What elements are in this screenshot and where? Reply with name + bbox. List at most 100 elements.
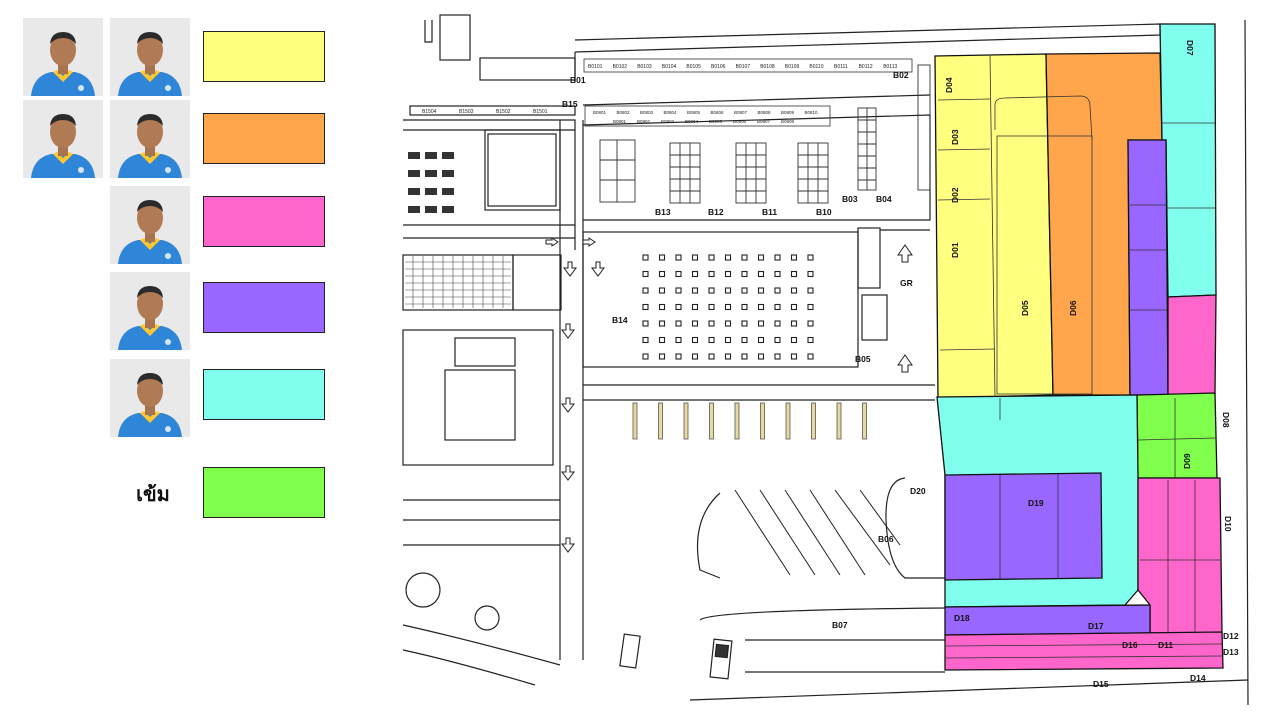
b14-booth	[757, 303, 765, 311]
b14-booth	[790, 270, 798, 278]
label-d07: D07	[1185, 40, 1195, 56]
stall-label: B0111	[834, 64, 848, 70]
stall-label: B0806	[711, 110, 725, 115]
b14-booth	[708, 303, 715, 311]
label-b15: B15	[562, 99, 578, 109]
stall-label: B0104	[662, 64, 677, 70]
staff-photo	[110, 18, 190, 96]
b14-booth	[741, 320, 748, 327]
parking-bollard	[683, 402, 689, 440]
label-gr: GR	[900, 278, 913, 288]
stall-label: B0903	[661, 119, 675, 124]
yellow-zone-swatch	[203, 31, 325, 82]
b14-booth	[675, 254, 682, 261]
stall-label: B0106	[711, 64, 726, 70]
b14-booth	[708, 320, 715, 327]
b14-booth	[807, 353, 814, 360]
label-b12: B12	[708, 207, 724, 217]
b14-booth	[642, 336, 649, 344]
stall-label: B0804	[664, 110, 678, 115]
b14-booth	[774, 320, 781, 327]
b14-booth	[724, 287, 732, 294]
stall-label: B0107	[736, 64, 751, 70]
b14-booth	[757, 353, 765, 360]
label-d14: D14	[1190, 673, 1206, 683]
zone-purple-strip	[944, 604, 1151, 636]
b14-booth	[741, 336, 748, 344]
b14-booth	[790, 320, 798, 327]
label-d03: D03	[950, 129, 960, 145]
label-d15: D15	[1093, 679, 1109, 689]
label-d18: D18	[954, 613, 970, 623]
label-d17: D17	[1088, 621, 1104, 631]
parking-bollards	[632, 402, 867, 440]
stall-label: B0802	[617, 110, 631, 115]
b14-booth	[807, 336, 814, 344]
b14-booth	[675, 287, 682, 294]
stall-label: B1502	[496, 109, 511, 115]
vehicles	[619, 633, 733, 680]
b14-booth	[774, 303, 781, 311]
stall-label: B0908	[781, 119, 795, 124]
zone-details	[937, 55, 1223, 659]
parking-lines	[734, 489, 901, 576]
b14-booth	[741, 353, 748, 360]
staff-photo	[23, 18, 103, 96]
b14-booth	[708, 353, 715, 360]
parking-bollard	[836, 402, 842, 440]
b14-booth	[757, 320, 765, 327]
stall-label: B0105	[686, 64, 701, 70]
b14-booth-grid	[642, 254, 814, 360]
b14-booth	[774, 353, 781, 360]
b14-booth	[691, 303, 699, 311]
stall-grids	[599, 64, 931, 204]
dining-tables	[408, 152, 454, 213]
direction-arrows	[545, 237, 913, 553]
b14-booth	[807, 287, 814, 294]
b14-booth	[790, 254, 798, 261]
b14-booth	[658, 287, 666, 294]
label-d05: D05	[1020, 300, 1030, 316]
map-labels: B01 B02 B15 B03 B04 B13 B12 B11 B10 B14 …	[562, 40, 1239, 689]
stall-label: B0808	[758, 110, 772, 115]
orange-zone-swatch	[203, 113, 325, 164]
b14-booth	[642, 320, 649, 327]
b14-booth	[675, 320, 682, 327]
b14-booth	[691, 336, 699, 344]
b14-booth	[658, 270, 666, 278]
stall-label: B0101	[588, 64, 603, 70]
stall-label: B0805	[687, 110, 701, 115]
green-zone-label: เข้ม	[136, 482, 170, 506]
b14-booth	[807, 320, 814, 327]
stall-label: B1501	[533, 109, 548, 115]
b14-booth	[807, 303, 814, 311]
b14-booth	[724, 353, 732, 360]
staff-photo	[110, 359, 190, 437]
label-d13: D13	[1223, 647, 1239, 657]
hatched-roof	[405, 256, 511, 308]
label-d16: D16	[1122, 640, 1138, 650]
zone-cyan-d07	[1159, 23, 1217, 298]
b14-booth	[658, 353, 666, 360]
b14-booth	[774, 254, 781, 261]
label-b05: B05	[855, 354, 871, 364]
b14-booth	[642, 303, 649, 311]
label-d01: D01	[950, 242, 960, 258]
pink-zone-swatch	[203, 196, 325, 247]
b14-booth	[708, 287, 715, 294]
b14-booth	[658, 320, 666, 327]
b14-booth	[741, 303, 748, 311]
stall-label: B0113	[883, 64, 897, 70]
b14-booth	[741, 270, 748, 278]
b14-booth	[658, 303, 666, 311]
b14-booth	[741, 287, 748, 294]
stall-label: B0112	[859, 64, 873, 70]
stall-label: B0905	[709, 119, 723, 124]
stall-strips	[583, 58, 913, 127]
b14-booth	[790, 303, 798, 311]
parking-bollard	[785, 402, 791, 440]
label-b10: B10	[816, 207, 832, 217]
